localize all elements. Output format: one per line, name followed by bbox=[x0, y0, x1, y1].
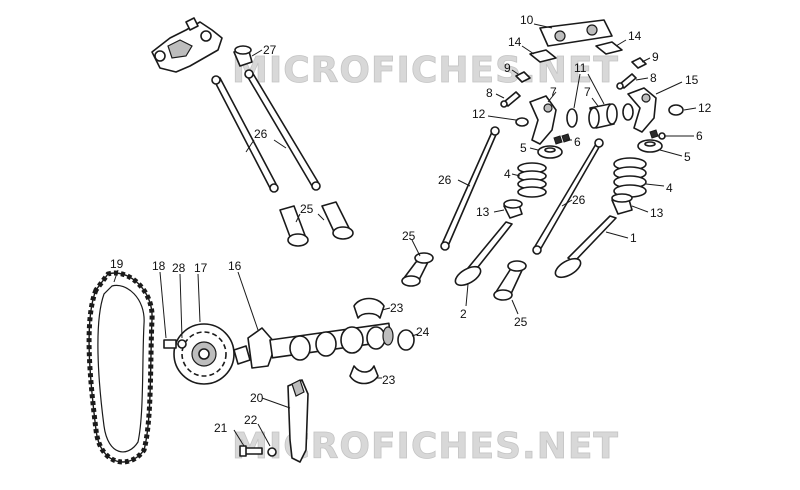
retainer-5-right bbox=[637, 139, 663, 153]
chain-tensioner-20 bbox=[287, 379, 309, 463]
callout-1: 1 bbox=[630, 231, 637, 245]
callout-17: 17 bbox=[194, 261, 208, 275]
push-rod-26-middle bbox=[440, 126, 500, 251]
shim-14-right bbox=[595, 41, 623, 55]
rocker-assembly-small bbox=[151, 17, 223, 73]
callout-23-lower: 23 bbox=[382, 373, 396, 387]
washer-22 bbox=[267, 447, 277, 457]
circlip-24 bbox=[397, 329, 415, 351]
circlip-12-right bbox=[668, 104, 684, 116]
callout-24: 24 bbox=[416, 325, 430, 339]
valve-seal-13-left bbox=[503, 199, 523, 219]
rocker-arm-7-left bbox=[529, 95, 557, 145]
callout-22: 22 bbox=[244, 413, 258, 427]
callout-7-left: 7 bbox=[550, 85, 557, 99]
callout-5-right: 5 bbox=[684, 150, 691, 164]
callout-13-right: 13 bbox=[650, 206, 664, 220]
bolt-8-left bbox=[500, 91, 521, 108]
push-rods-pair bbox=[211, 69, 321, 193]
keepers-6-right bbox=[649, 129, 666, 140]
callout-10: 10 bbox=[520, 13, 534, 27]
callout-26-top: 26 bbox=[254, 127, 268, 141]
callout-13-left: 13 bbox=[476, 205, 490, 219]
washer-28 bbox=[177, 339, 187, 349]
callout-4-left: 4 bbox=[504, 167, 511, 181]
tappets-pair-top bbox=[279, 201, 354, 247]
callout-25-lower: 25 bbox=[514, 315, 528, 329]
nut-9-left bbox=[515, 71, 531, 83]
watermark-top: MICROFICHES.NET bbox=[232, 50, 619, 91]
tappet-25-lower bbox=[493, 260, 527, 301]
callout-12-left: 12 bbox=[472, 107, 486, 121]
callout-4-right: 4 bbox=[666, 181, 673, 195]
callout-27: 27 bbox=[263, 43, 277, 57]
tappet-25-middle bbox=[401, 252, 434, 287]
bolt-21 bbox=[239, 445, 263, 457]
push-rod-26-right bbox=[532, 138, 604, 255]
callout-5-left: 5 bbox=[520, 141, 527, 155]
callout-16: 16 bbox=[228, 259, 242, 273]
cam-sprocket-17 bbox=[173, 323, 235, 385]
valve-2 bbox=[454, 221, 513, 287]
valve-spring-4-right bbox=[613, 157, 647, 198]
callout-14-left: 14 bbox=[508, 35, 522, 49]
callout-14-right: 14 bbox=[628, 29, 642, 43]
bushing-23-lower bbox=[349, 365, 379, 385]
circlip-12-left bbox=[515, 117, 529, 127]
callout-2: 2 bbox=[460, 307, 467, 321]
timing-chain-19 bbox=[86, 270, 155, 465]
bushing-15 bbox=[566, 103, 634, 129]
callout-18: 18 bbox=[152, 259, 166, 273]
callout-6-right: 6 bbox=[696, 129, 703, 143]
bolt-8-right bbox=[616, 73, 637, 90]
bushing-23-upper bbox=[353, 297, 385, 319]
callout-25-middle: 25 bbox=[402, 229, 416, 243]
shim-14-left bbox=[529, 49, 557, 63]
valve-spring-4-left bbox=[517, 162, 547, 198]
callout-26-right: 26 bbox=[572, 193, 586, 207]
callout-12-right: 12 bbox=[698, 101, 712, 115]
callout-23-upper: 23 bbox=[390, 301, 404, 315]
callout-9-right: 9 bbox=[652, 50, 659, 64]
callout-21: 21 bbox=[214, 421, 228, 435]
callout-7-right: 15 bbox=[685, 73, 699, 87]
callout-8-right: 8 bbox=[650, 71, 657, 85]
nut-9-right bbox=[631, 57, 647, 69]
callout-11: 11 bbox=[574, 61, 587, 75]
retainer-5-left bbox=[537, 145, 563, 159]
rocker-shaft-10 bbox=[539, 19, 613, 47]
callout-9-left: 9 bbox=[504, 61, 511, 75]
valve-1 bbox=[554, 215, 617, 279]
callout-28: 28 bbox=[172, 261, 186, 275]
callout-26-middle: 26 bbox=[438, 173, 452, 187]
callout-6-left: 6 bbox=[574, 135, 581, 149]
tappet-cap-27 bbox=[233, 45, 253, 67]
rocker-arm-7-right bbox=[627, 87, 657, 133]
keepers-6-left bbox=[553, 133, 571, 145]
camshaft-16 bbox=[233, 322, 394, 369]
callout-8-left: 8 bbox=[486, 86, 493, 100]
valve-seal-13-right bbox=[611, 193, 633, 215]
callout-25-top: 25 bbox=[300, 202, 314, 216]
callout-19: 19 bbox=[110, 257, 124, 271]
callout-20: 20 bbox=[250, 391, 264, 405]
callout-15: 7 bbox=[584, 85, 591, 99]
